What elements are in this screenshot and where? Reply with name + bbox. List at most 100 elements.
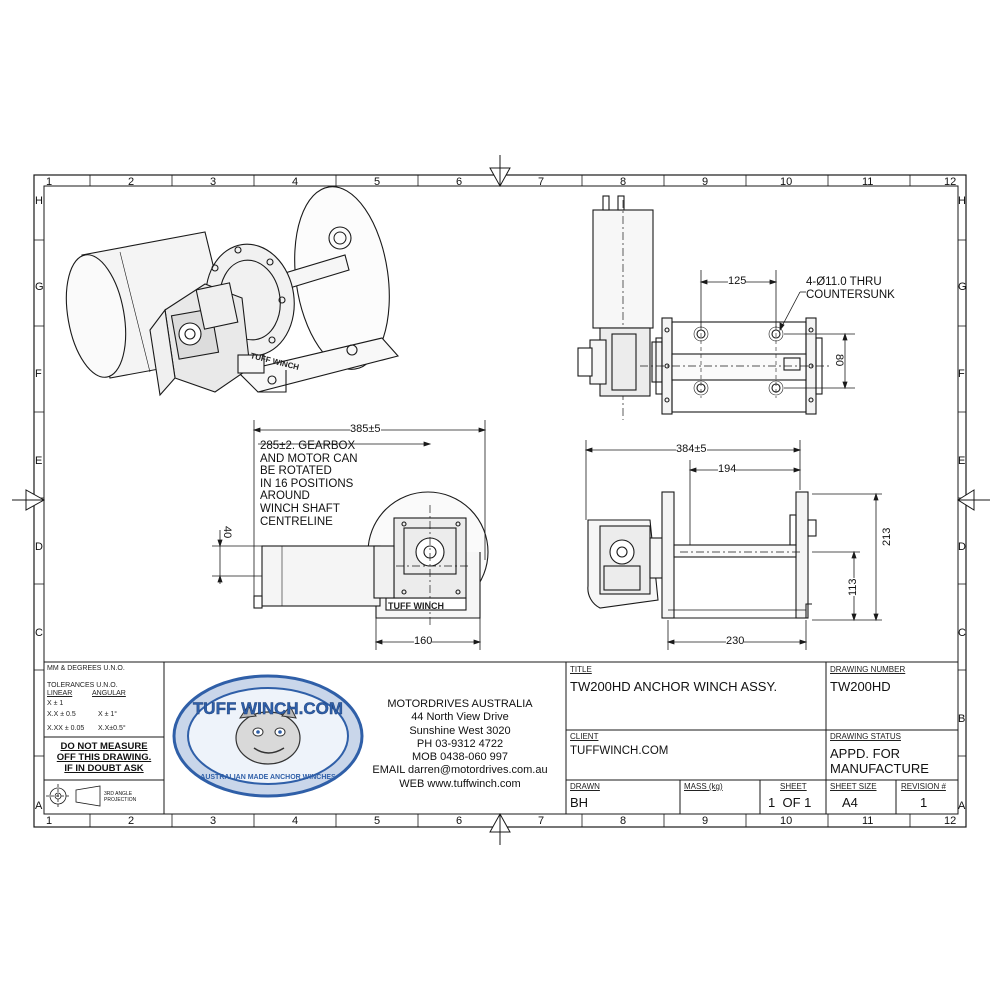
dim-overall-length-side-text: 385±5 — [350, 423, 381, 435]
side-view — [253, 491, 489, 625]
zone-row-right: C — [958, 627, 966, 639]
zone-col-bottom: 6 — [456, 815, 463, 827]
sheet-number: 1 OF 1 — [768, 795, 812, 810]
mass-label: MASS (kg) — [684, 782, 723, 791]
zone-row-left: C — [35, 627, 43, 639]
hole-note: 4-Ø11.0 THRU COUNTERSUNK — [806, 276, 895, 301]
drawing-number-label: DRAWING NUMBER — [830, 665, 906, 674]
zone-col-bottom: 9 — [702, 815, 709, 827]
drawing-status-label: DRAWING STATUS — [830, 732, 901, 741]
client-label: CLIENT — [570, 732, 599, 741]
centring-marks — [12, 155, 990, 845]
zone-col-bottom: 3 — [210, 815, 217, 827]
angular-tolerance-2: X.X±0.5° — [98, 725, 126, 732]
tolerance-header: MM & DEGREES U.N.O. — [47, 665, 125, 672]
zone-col-top: 12 — [944, 176, 957, 188]
zone-row-left: D — [35, 541, 43, 553]
zone-col-top: 9 — [702, 176, 709, 188]
linear-tolerance-3: X.XX ± 0.05 — [47, 725, 85, 732]
company-address: MOTORDRIVES AUSTRALIA 44 North View Driv… — [360, 698, 560, 791]
zone-col-top: 11 — [862, 176, 874, 188]
zone-col-bottom: 5 — [374, 815, 381, 827]
company-web: WEB www.tuffwinch.com — [399, 777, 521, 790]
zone-row-right: F — [958, 368, 965, 380]
zone-col-bottom: 1 — [46, 815, 53, 827]
dim-base-length-text: 230 — [726, 635, 745, 647]
client-name: TUFFWINCH.COM — [570, 745, 669, 757]
zone-col-top: 7 — [538, 176, 545, 188]
zone-col-top: 8 — [620, 176, 627, 188]
front-view-dimensions — [584, 440, 882, 650]
zone-row-right: A — [958, 800, 966, 812]
zone-row-left: F — [35, 368, 42, 380]
title-label: TITLE — [570, 665, 592, 674]
tuff-winch-logo — [172, 674, 364, 798]
tolerance-subheader: TOLERANCES U.N.O. — [47, 682, 118, 689]
zone-row-right: H — [958, 195, 966, 207]
sheet-size: A4 — [842, 795, 858, 810]
zone-row-left: E — [35, 455, 43, 467]
zone-row-left: G — [35, 281, 44, 293]
zone-col-bottom: 4 — [292, 815, 299, 827]
zone-row-right: B — [958, 713, 966, 725]
sheet-label: SHEET — [780, 782, 807, 791]
dim-overall-height-text: 213 — [881, 527, 893, 546]
third-angle-projection-symbol — [46, 784, 101, 808]
zone-col-top: 1 — [46, 176, 53, 188]
drawn-by: BH — [570, 795, 589, 810]
company-mobile: MOB 0438-060 997 — [411, 751, 508, 764]
logo-tagline: AUSTRALIAN MADE ANCHOR WINCHES — [200, 774, 336, 781]
company-suburb: Sunshine West 3020 — [409, 724, 511, 737]
zone-col-top: 3 — [210, 176, 217, 188]
zone-col-top: 2 — [128, 176, 135, 188]
zone-row-right: E — [958, 455, 966, 467]
company-phone: PH 03-9312 4722 — [416, 737, 504, 750]
zone-col-top: 4 — [292, 176, 299, 188]
zone-col-bottom: 7 — [538, 815, 545, 827]
drawing-number: TW200HD — [830, 679, 891, 694]
front-view — [587, 491, 817, 619]
linear-tolerance-1: X ± 1 — [47, 700, 64, 707]
dim-bolt-spacing-x-text: 125 — [728, 275, 747, 287]
drawing-status: APPD. FOR MANUFACTURE — [830, 746, 929, 776]
projection-label: 3RD ANGLE PROJECTION — [104, 791, 137, 803]
zone-col-top: 6 — [456, 176, 463, 188]
company-name: MOTORDRIVES AUSTRALIA — [387, 698, 533, 710]
drawing-title: TW200HD ANCHOR WINCH ASSY. — [570, 679, 778, 694]
angular-label: ANGULAR — [92, 690, 126, 697]
logo-brand: TUFF WINCH.COM — [193, 699, 343, 718]
do-not-measure-warning: DO NOT MEASURE OFF THIS DRAWING. IF IN D… — [56, 741, 152, 774]
top-view — [577, 195, 830, 420]
angular-tolerance-1: X ± 1° — [98, 711, 118, 718]
rotation-note: 285±2. GEARBOX AND MOTOR CAN BE ROTATED … — [260, 440, 358, 528]
dim-shaft-height-text: 113 — [847, 578, 859, 596]
dim-bolt-spacing-y-text: 80 — [833, 354, 845, 367]
zone-col-bottom: 12 — [944, 815, 957, 827]
zone-col-bottom: 10 — [780, 815, 793, 827]
zone-col-bottom: 2 — [128, 815, 135, 827]
linear-label: LINEAR — [47, 690, 73, 697]
zone-row-right: D — [958, 541, 966, 553]
zone-col-top: 5 — [374, 176, 381, 188]
drawn-label: DRAWN — [570, 782, 600, 791]
company-street: 44 North View Drive — [411, 711, 509, 724]
title-block-grid — [44, 661, 958, 814]
dim-motor-offset-text: 40 — [221, 526, 233, 539]
revision-number: 1 — [920, 795, 928, 810]
revision-label: REVISION # — [901, 782, 946, 791]
side-brand-plate: TUFF WINCH — [388, 601, 444, 611]
dim-base-width-text: 160 — [414, 635, 433, 647]
sheet-size-label: SHEET SIZE — [830, 782, 877, 791]
zone-col-bottom: 8 — [620, 815, 627, 827]
zone-row-left: A — [35, 800, 43, 812]
zone-row-right: G — [958, 281, 967, 293]
isometric-view — [65, 186, 400, 397]
company-email: EMAIL darren@motordrives.com.au — [372, 764, 548, 777]
dim-overall-length-front-text: 384±5 — [676, 443, 707, 455]
zone-col-bottom: 11 — [862, 815, 874, 827]
zone-row-left: H — [35, 195, 43, 207]
linear-tolerance-2: X.X ± 0.5 — [47, 711, 76, 718]
dim-drum-length-text: 194 — [718, 463, 737, 475]
zone-col-top: 10 — [780, 176, 793, 188]
